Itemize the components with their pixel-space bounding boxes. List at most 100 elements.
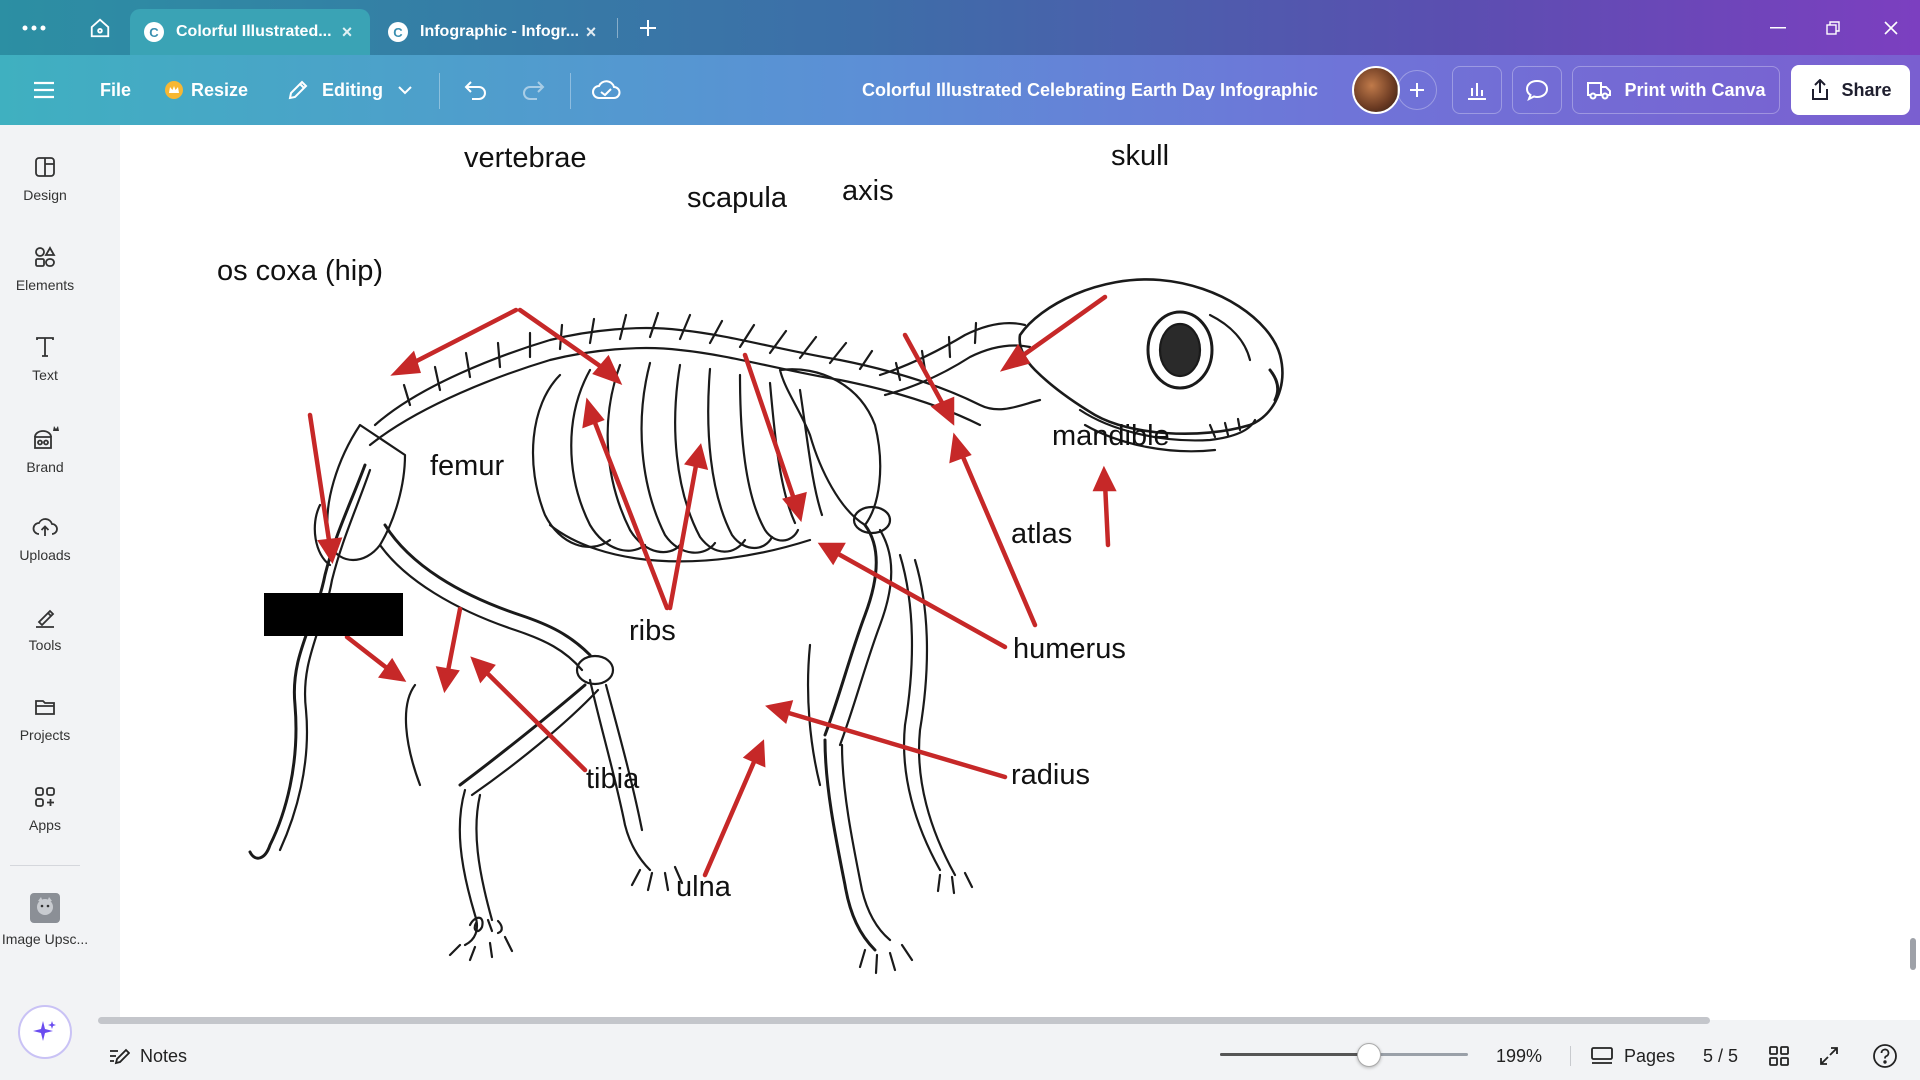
- minimize-icon[interactable]: [1758, 12, 1798, 44]
- sidebar-item-tools[interactable]: Tools: [0, 589, 90, 669]
- file-menu[interactable]: File: [100, 79, 132, 100]
- close-icon[interactable]: ×: [585, 21, 597, 42]
- sidebar-item-label: Text: [32, 367, 58, 383]
- sidebar-item-text[interactable]: Text: [0, 319, 90, 399]
- label-ulna[interactable]: ulna: [676, 871, 731, 903]
- tab-active-document[interactable]: C Colorful Illustrated... ×: [130, 9, 370, 55]
- label-ribs[interactable]: ribs: [629, 615, 676, 647]
- editing-mode-dropdown[interactable]: Editing: [286, 55, 413, 125]
- fullscreen-icon[interactable]: [1818, 1032, 1840, 1080]
- zoom-level[interactable]: 199%: [1496, 1045, 1543, 1066]
- redaction-box[interactable]: [264, 593, 403, 636]
- notes-icon: [110, 1048, 130, 1065]
- label-axis[interactable]: axis: [842, 175, 894, 207]
- label-scapula[interactable]: scapula: [687, 182, 787, 214]
- tab-divider: [617, 18, 618, 38]
- add-collaborator-button[interactable]: [1397, 70, 1437, 110]
- page-indicator[interactable]: 5 / 5: [1703, 1045, 1739, 1066]
- pages-button[interactable]: Pages: [1590, 1032, 1675, 1080]
- chevron-down-icon: [398, 86, 412, 95]
- tools-icon: [36, 609, 55, 628]
- browser-tab-bar: C Colorful Illustrated... × C Infographi…: [0, 0, 1920, 55]
- new-tab-icon[interactable]: [632, 12, 664, 44]
- pages-icon: [1591, 1047, 1613, 1064]
- zoom-slider-thumb[interactable]: [1356, 1043, 1381, 1067]
- label-humerus[interactable]: humerus: [1013, 633, 1126, 665]
- sidebar-item-label: Design: [23, 187, 67, 203]
- undo-icon[interactable]: [463, 55, 489, 125]
- avatar[interactable]: [1352, 66, 1400, 114]
- document-title[interactable]: Colorful Illustrated Celebrating Earth D…: [861, 79, 1319, 100]
- label-femur[interactable]: femur: [430, 450, 505, 482]
- sidebar-item-elements[interactable]: Elements: [0, 229, 90, 309]
- magic-assistant-button[interactable]: [18, 1005, 72, 1059]
- sidebar-item-apps[interactable]: Apps: [0, 769, 90, 849]
- comment-icon: [1525, 79, 1549, 101]
- tab-label: Colorful Illustrated...: [176, 23, 332, 40]
- insights-button[interactable]: [1452, 66, 1502, 114]
- sidebar-item-label: Projects: [19, 727, 71, 743]
- editor-toolbar: File Resize Editing Colorful Illustrated…: [0, 55, 1920, 125]
- sidebar-item-label: Brand: [26, 459, 64, 475]
- sidebar-item-label: Tools: [28, 637, 62, 653]
- help-icon[interactable]: [1872, 1032, 1898, 1080]
- comments-button[interactable]: [1512, 66, 1562, 114]
- apps-icon: [35, 787, 55, 807]
- left-sidebar: Design Elements Text Brand Uploads Tools…: [0, 125, 120, 1080]
- text-icon: [36, 337, 54, 357]
- sparkle-icon: [33, 1021, 56, 1041]
- sidebar-item-label: Uploads: [19, 547, 71, 563]
- bottom-bar: Notes 199% Pages 5 / 5: [98, 1032, 1920, 1080]
- sidebar-divider: [10, 865, 80, 866]
- label-atlas[interactable]: atlas: [1011, 518, 1073, 550]
- horizontal-scrollbar[interactable]: [98, 1017, 1710, 1024]
- print-with-canva-button[interactable]: Print with Canva: [1572, 66, 1780, 114]
- zoom-slider-track[interactable]: [1220, 1053, 1468, 1056]
- main-menu-icon[interactable]: [32, 55, 56, 125]
- redo-icon[interactable]: [520, 55, 546, 125]
- sidebar-item-uploads[interactable]: Uploads: [0, 499, 90, 579]
- sidebar-item-label: Image Upsc...: [1, 931, 89, 947]
- notes-label: Notes: [140, 1045, 188, 1066]
- label-os-coxa[interactable]: os coxa (hip): [217, 255, 384, 287]
- sidebar-item-image-upscaler[interactable]: Image Upsc...: [0, 880, 90, 960]
- sidebar-item-projects[interactable]: Projects: [0, 679, 90, 759]
- label-skull[interactable]: skull: [1111, 140, 1170, 172]
- zoom-slider-fill: [1220, 1053, 1369, 1056]
- editing-label: Editing: [322, 79, 383, 100]
- sidebar-item-label: Apps: [29, 817, 61, 833]
- elements-icon: [35, 246, 56, 267]
- grid-view-icon[interactable]: [1768, 1032, 1790, 1080]
- home-icon[interactable]: [84, 12, 116, 44]
- restore-icon[interactable]: [1813, 12, 1853, 44]
- sidebar-item-design[interactable]: Design: [0, 139, 90, 219]
- more-options-icon[interactable]: [18, 12, 50, 44]
- bar-chart-icon: [1468, 83, 1486, 100]
- close-icon[interactable]: ×: [341, 21, 353, 42]
- sidebar-item-brand[interactable]: Brand: [0, 409, 90, 489]
- tab-infographic[interactable]: C Infographic - Infogr... ×: [374, 9, 614, 55]
- label-tibia[interactable]: tibia: [586, 763, 640, 795]
- notes-button[interactable]: Notes: [108, 1032, 187, 1080]
- label-mandible[interactable]: mandible: [1052, 420, 1170, 452]
- print-label: Print with Canva: [1624, 79, 1766, 100]
- close-window-icon[interactable]: [1871, 12, 1911, 44]
- design-canvas[interactable]: vertebrae skull scapula axis os coxa (hi…: [120, 125, 1920, 1020]
- bottom-divider: [1570, 1046, 1571, 1066]
- cat-skeleton-illustration: [248, 278, 1284, 975]
- label-vertebrae[interactable]: vertebrae: [464, 142, 587, 174]
- canva-favicon-icon: C: [388, 22, 408, 42]
- toolbar-divider: [570, 73, 571, 109]
- resize-button[interactable]: Resize: [165, 55, 248, 125]
- truck-icon: [1587, 82, 1612, 100]
- share-button[interactable]: Share: [1791, 65, 1910, 115]
- cloud-saved-icon[interactable]: [591, 55, 621, 125]
- pencil-icon: [288, 80, 308, 100]
- sidebar-item-label: Elements: [15, 277, 75, 293]
- label-radius[interactable]: radius: [1011, 759, 1090, 791]
- vertical-scrollbar[interactable]: [1910, 938, 1916, 970]
- image-upscaler-icon: [30, 893, 60, 923]
- share-label: Share: [1841, 79, 1892, 100]
- pages-label: Pages: [1624, 1045, 1676, 1066]
- tab-label: Infographic - Infogr...: [420, 23, 580, 40]
